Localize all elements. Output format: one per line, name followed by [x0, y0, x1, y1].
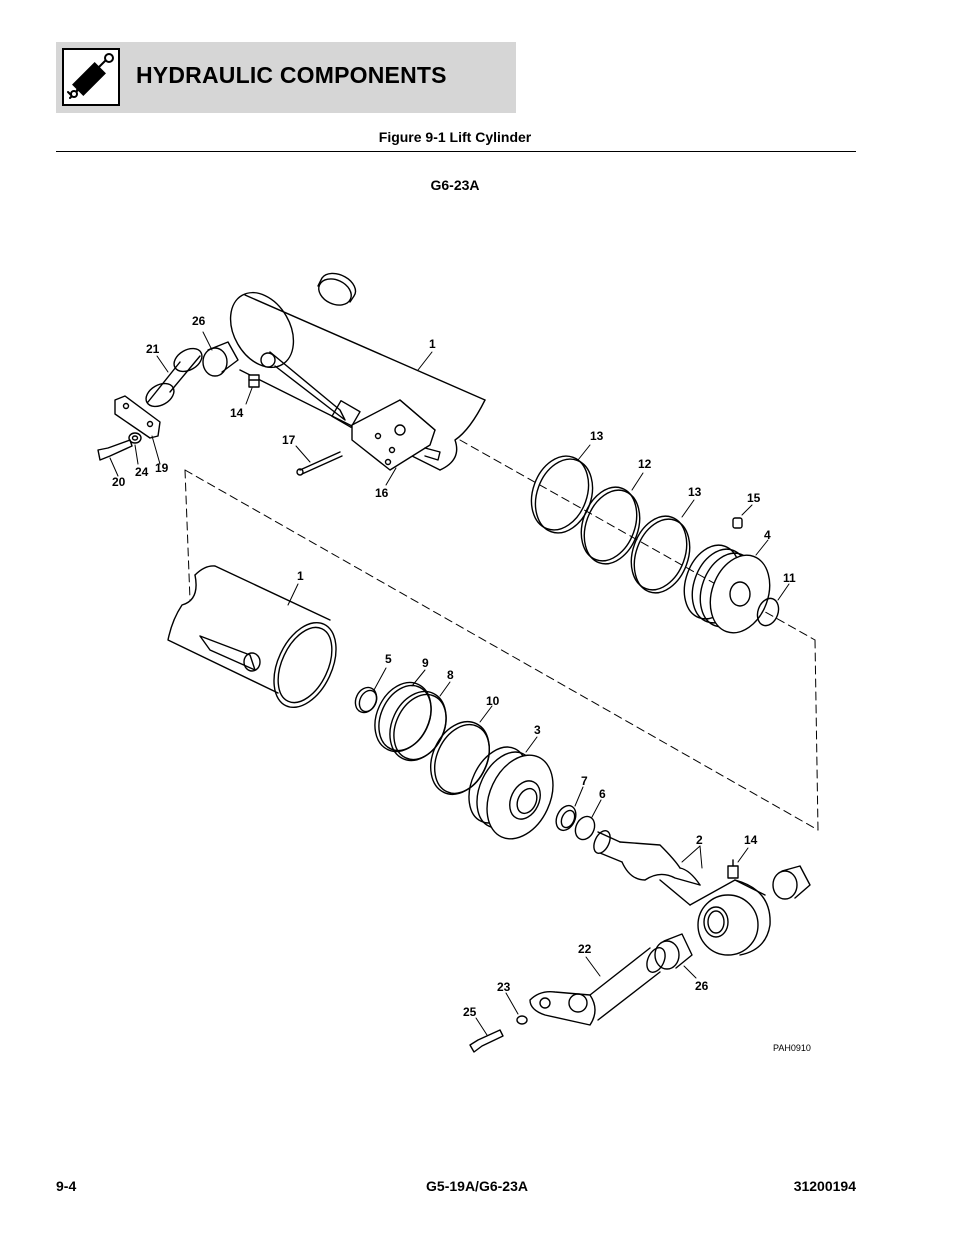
- bolt-lower: [469, 1029, 504, 1053]
- bushing-upper: [202, 341, 239, 377]
- retaining-plate: [97, 395, 161, 461]
- hydraulic-cylinder-icon: [62, 48, 120, 106]
- callout-11: 11: [783, 571, 796, 585]
- document-number: 31200194: [793, 1178, 856, 1194]
- piston: [683, 544, 771, 634]
- set-screw: [732, 517, 743, 529]
- leader-lines: [109, 331, 790, 1036]
- callout-3: 3: [534, 723, 541, 737]
- ring-10: [430, 721, 490, 795]
- callout-13: 13: [688, 485, 702, 499]
- callout-numbers: 26 21 1 14 17 16 20 24 19 13 12 13 15 4 …: [112, 314, 811, 1053]
- callout-19: 19: [155, 461, 169, 475]
- pin-upper: [145, 347, 203, 408]
- page-number: 9-4: [56, 1178, 77, 1194]
- page-title: HYDRAULIC COMPONENTS: [136, 62, 447, 88]
- bushing-lower-right: [772, 865, 811, 900]
- callout-2: 2: [696, 833, 703, 847]
- cylinder-barrel-lower: [167, 565, 337, 709]
- figure-caption: Figure 9-1 Lift Cylinder: [378, 129, 532, 145]
- callout-16: 16: [375, 486, 389, 500]
- callout-26: 26: [695, 979, 709, 993]
- seal-6: [574, 815, 596, 841]
- callout-14: 14: [744, 833, 758, 847]
- callout-14: 14: [230, 406, 244, 420]
- cylinder-barrel-upper: [229, 272, 486, 471]
- callout-15: 15: [747, 491, 761, 505]
- callout-1: 1: [429, 337, 436, 351]
- callout-13: 13: [590, 429, 604, 443]
- callout-7: 7: [581, 774, 588, 788]
- callout-24: 24: [135, 465, 149, 479]
- callout-10: 10: [486, 694, 500, 708]
- callout-5: 5: [385, 652, 392, 666]
- bushing-lower: [654, 933, 693, 970]
- callout-8: 8: [447, 668, 454, 682]
- callout-23: 23: [497, 980, 511, 994]
- divider: [56, 151, 856, 152]
- drawing-reference-code: PAH0910: [773, 1043, 811, 1053]
- callout-21: 21: [146, 342, 160, 356]
- callout-20: 20: [112, 475, 126, 489]
- grease-fitting-upper: [248, 374, 260, 388]
- callout-9: 9: [422, 656, 429, 670]
- screw: [296, 451, 343, 476]
- rod-eye: [689, 859, 771, 956]
- header-band: [56, 42, 516, 113]
- cylinder-head: [468, 746, 554, 840]
- callout-22: 22: [578, 942, 592, 956]
- callout-26: 26: [192, 314, 206, 328]
- pin-lower: [529, 947, 666, 1026]
- o-ring-11: [756, 597, 780, 627]
- callout-25: 25: [463, 1005, 477, 1019]
- callout-4: 4: [764, 528, 771, 542]
- callout-6: 6: [599, 787, 606, 801]
- wiper-7: [555, 804, 577, 832]
- callout-12: 12: [638, 457, 652, 471]
- ring-13-b: [630, 515, 691, 594]
- ring-13-a: [530, 455, 594, 534]
- ring-9: [374, 681, 432, 753]
- ring-12: [580, 486, 641, 565]
- washer-lower: [516, 1015, 528, 1025]
- callout-1: 1: [297, 569, 304, 583]
- model-label: G6-23A: [430, 177, 480, 193]
- piston-rod: [593, 830, 701, 906]
- ring-5: [354, 686, 378, 714]
- model-range: G5-19A/G6-23A: [426, 1178, 528, 1194]
- callout-17: 17: [282, 433, 296, 447]
